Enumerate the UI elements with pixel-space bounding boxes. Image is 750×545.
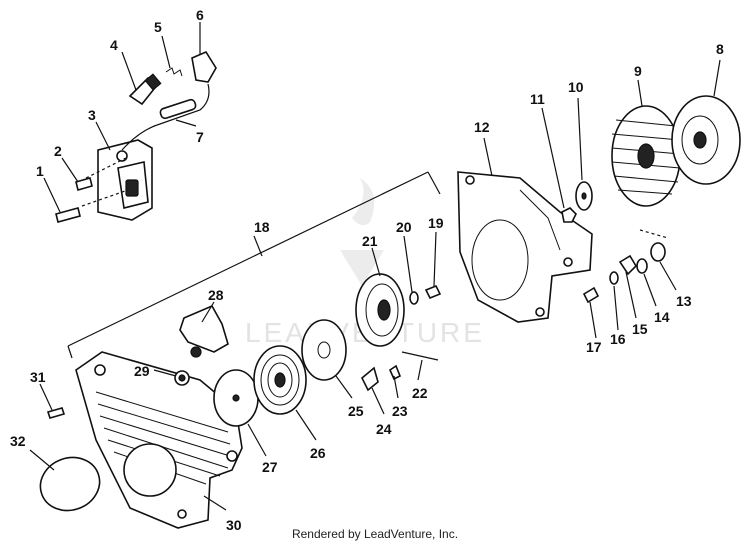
part-label-1: 1 (36, 163, 44, 179)
part-label-3: 3 (88, 107, 96, 123)
flywheel-leaders (483, 59, 721, 339)
part-label-28: 28 (208, 287, 224, 303)
part-label-21: 21 (362, 233, 378, 249)
part-label-14: 14 (654, 309, 670, 325)
pawl (361, 366, 379, 392)
part-label-10: 10 (568, 79, 584, 95)
part-label-20: 20 (396, 219, 412, 235)
part-label-29: 29 (134, 363, 150, 379)
part-label-2: 2 (54, 143, 62, 159)
part-label-24: 24 (376, 421, 392, 437)
part-label-9: 9 (634, 63, 642, 79)
starter-leaders (29, 231, 437, 511)
nut-11 (561, 207, 577, 223)
ignition-coil-assembly (55, 50, 217, 223)
starter-housing (75, 351, 243, 529)
part-label-31: 31 (30, 369, 46, 385)
starter-handle (179, 304, 229, 353)
screw-31 (46, 407, 66, 419)
fan-housing (457, 171, 593, 323)
part-label-25: 25 (348, 403, 364, 419)
part-label-5: 5 (154, 19, 162, 35)
part-label-11: 11 (530, 91, 545, 107)
part-label-22: 22 (412, 385, 428, 401)
part-labels: 1 2 3 4 5 6 7 8 9 10 11 12 13 14 15 16 1… (10, 7, 724, 533)
part-label-23: 23 (392, 403, 408, 419)
starter-bracket-18 (67, 171, 441, 359)
part-label-27: 27 (262, 459, 278, 475)
part-label-8: 8 (716, 41, 724, 57)
part-13 (650, 242, 666, 262)
clutch-drum (671, 95, 741, 185)
part-label-7: 7 (196, 129, 204, 145)
part-label-15: 15 (632, 321, 648, 337)
part-label-32: 32 (10, 433, 26, 449)
starter-pulley (355, 273, 405, 347)
part-label-30: 30 (226, 517, 242, 533)
footer-credit: Rendered by LeadVenture, Inc. (291, 527, 459, 541)
ignition-leaders (43, 22, 201, 213)
part-label-6: 6 (196, 7, 204, 23)
part-label-26: 26 (310, 445, 326, 461)
part-label-17: 17 (586, 339, 602, 355)
part-label-12: 12 (474, 119, 490, 135)
part-label-4: 4 (110, 37, 118, 53)
flywheel (611, 105, 681, 207)
part-label-18: 18 (254, 219, 270, 235)
part-label-19: 19 (428, 215, 444, 231)
spring-plate (301, 319, 347, 381)
rewind-spring-reel (253, 345, 307, 415)
part-label-16: 16 (610, 331, 626, 347)
gasket-ring (39, 456, 101, 512)
part-label-13: 13 (676, 293, 692, 309)
